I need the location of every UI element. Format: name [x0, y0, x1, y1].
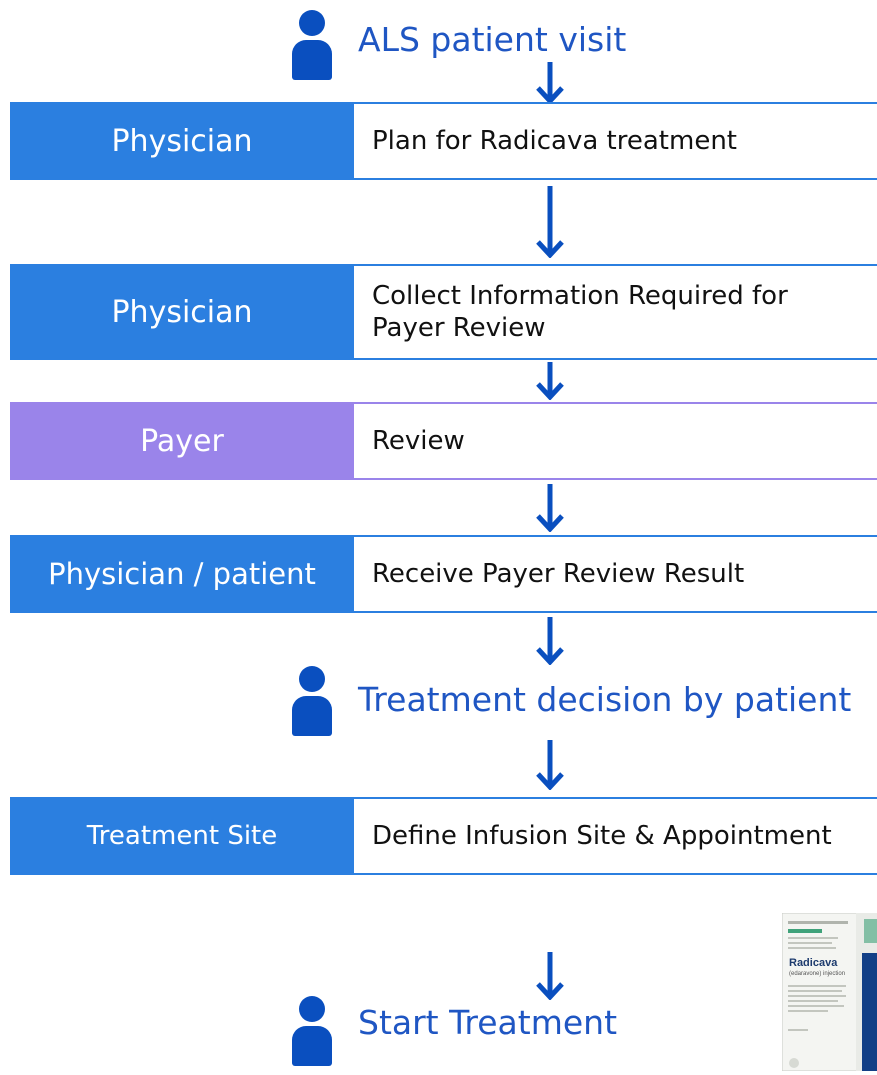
step-row: Physician / patient Receive Payer Review… — [10, 535, 877, 613]
patient-icon — [292, 666, 332, 736]
task-label: Review — [354, 404, 877, 478]
step-row: Payer Review — [10, 402, 877, 480]
role-label: Physician / patient — [10, 537, 354, 611]
role-label: Payer — [10, 404, 354, 478]
patient-icon — [292, 10, 332, 80]
step-row: Physician Collect Information Required f… — [10, 264, 877, 360]
radicava-package-image: Radicava (edaravone) injection — [781, 912, 877, 1072]
milestone-treatment-decision: Treatment decision by patient — [358, 680, 852, 719]
role-label: Physician — [10, 266, 354, 358]
task-label: Collect Information Required for Payer R… — [354, 266, 877, 358]
role-label: Physician — [10, 104, 354, 178]
patient-icon — [292, 996, 332, 1066]
flow-arrow — [535, 740, 565, 790]
step-row: Physician Plan for Radicava treatment — [10, 102, 877, 180]
flow-arrow — [535, 617, 565, 665]
task-label: Define Infusion Site & Appointment — [354, 799, 877, 873]
flow-arrow — [535, 62, 565, 104]
flow-arrow — [535, 362, 565, 400]
flow-arrow — [535, 186, 565, 258]
flow-arrow — [535, 952, 565, 1000]
task-label: Receive Payer Review Result — [354, 537, 877, 611]
task-label: Plan for Radicava treatment — [354, 104, 877, 178]
milestone-als-patient-visit: ALS patient visit — [358, 20, 627, 59]
milestone-start-treatment: Start Treatment — [358, 1003, 618, 1042]
step-row: Treatment Site Define Infusion Site & Ap… — [10, 797, 877, 875]
package-subtitle: (edaravone) injection — [789, 971, 845, 977]
package-brand-name: Radicava — [789, 957, 838, 969]
flow-arrow — [535, 484, 565, 532]
role-label: Treatment Site — [10, 799, 354, 873]
